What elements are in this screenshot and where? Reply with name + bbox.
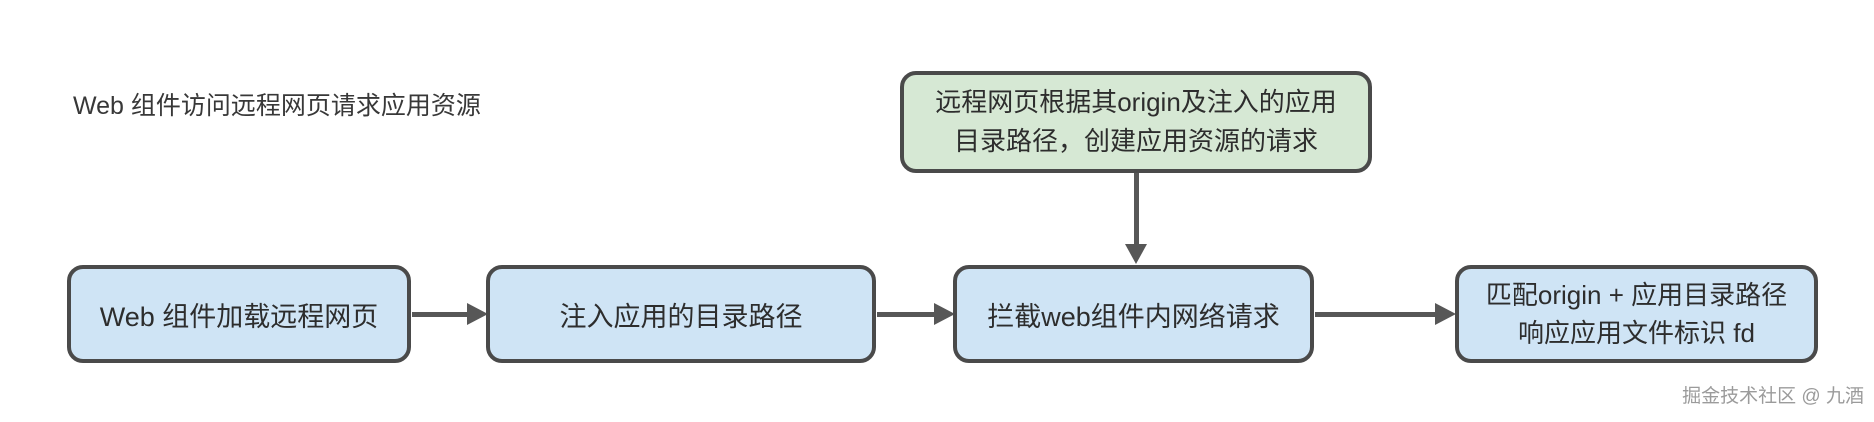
diagram-title: Web 组件访问远程网页请求应用资源	[73, 92, 481, 120]
step-box-match-origin-respond-fd[interactable]: 匹配origin + 应用目录路径 响应应用文件标识 fd	[1455, 265, 1818, 363]
step-box-intercept-web-request[interactable]: 拦截web组件内网络请求	[953, 265, 1314, 363]
step-label: 拦截web组件内网络请求	[987, 301, 1280, 332]
arrow-right-head	[934, 303, 955, 325]
step-label-line-1: 匹配origin + 应用目录路径	[1485, 280, 1788, 310]
note-box-remote-page-request[interactable]: 远程网页根据其origin及注入的应用 目录路径，创建应用资源的请求	[900, 71, 1372, 173]
arrow-right-head	[467, 303, 488, 325]
step-box-inject-directory-path[interactable]: 注入应用的目录路径	[486, 265, 876, 363]
step-label: Web 组件加载远程网页	[99, 301, 379, 332]
note-line-1: 远程网页根据其origin及注入的应用	[935, 87, 1337, 117]
arrow-step2-to-step3	[877, 300, 955, 328]
arrow-shaft	[1315, 311, 1442, 317]
arrow-step1-to-step2	[412, 300, 488, 328]
watermark: 掘金技术社区 @ 九酒	[1682, 386, 1864, 407]
arrow-right-head	[1435, 303, 1456, 325]
arrow-shaft	[877, 311, 941, 317]
arrow-shaft	[412, 311, 474, 317]
note-line-2: 目录路径，创建应用资源的请求	[953, 126, 1318, 156]
arrow-shaft	[1133, 173, 1139, 250]
step-box-load-remote-page[interactable]: Web 组件加载远程网页	[67, 265, 411, 363]
arrow-step3-to-step4	[1315, 300, 1456, 328]
arrow-note-to-intercept	[1123, 173, 1149, 264]
arrow-down-head	[1125, 244, 1147, 264]
step-label-line-2: 响应应用文件标识 fd	[1518, 318, 1755, 348]
step-label: 注入应用的目录路径	[559, 301, 803, 332]
